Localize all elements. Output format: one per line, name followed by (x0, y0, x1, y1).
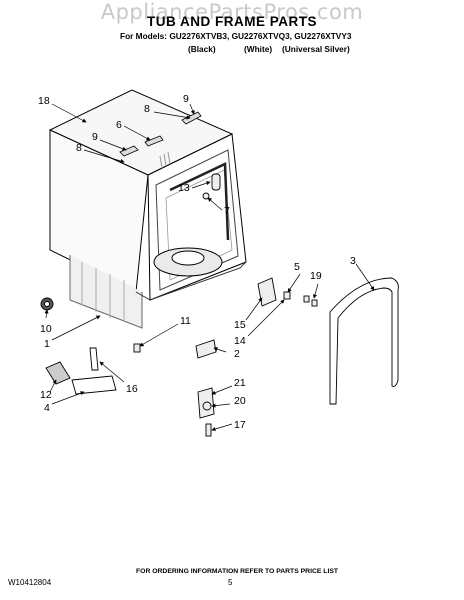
callout-10: 10 (40, 323, 52, 335)
callout-3: 3 (350, 255, 356, 267)
loose-parts (195, 173, 399, 437)
variant-white: (White) (244, 44, 273, 54)
callout-15: 15 (234, 319, 246, 331)
callout-6: 6 (116, 119, 122, 131)
callout-11: 11 (180, 315, 191, 327)
variant-black: (Black) (188, 44, 216, 54)
callout-7: 7 (224, 205, 230, 217)
callout-17: 17 (234, 419, 246, 431)
callout-1: 1 (44, 338, 50, 350)
callout-20: 20 (234, 395, 246, 407)
callout-9a: 9 (183, 93, 189, 105)
callout-4: 4 (44, 402, 50, 414)
callout-16: 16 (126, 383, 138, 395)
callout-12: 12 (40, 389, 52, 401)
callout-18: 18 (38, 95, 50, 107)
callout-8a: 8 (144, 103, 150, 115)
callout-19: 19 (310, 270, 322, 282)
callout-13: 13 (178, 182, 190, 194)
tub-frame-drawing (48, 89, 247, 329)
leader-lines (44, 103, 375, 432)
variant-silver: (Universal Silver) (282, 44, 350, 54)
watermark: AppliancePartsPros.com (100, 0, 364, 24)
hinge-brackets (119, 111, 202, 157)
callout-21: 21 (234, 377, 246, 389)
callout-14: 14 (234, 335, 246, 347)
small-parts (40, 297, 141, 395)
callout-labels: 18 9 8 6 9 8 13 7 3 5 19 10 11 15 14 1 2… (38, 93, 356, 431)
document-number: W10412804 (8, 578, 52, 587)
ordering-note: FOR ORDERING INFORMATION REFER TO PARTS … (136, 568, 339, 575)
page-title: TUB AND FRAME PARTS (147, 14, 317, 29)
page-number: 5 (228, 578, 233, 587)
callout-5: 5 (294, 261, 300, 273)
callout-8b: 8 (76, 142, 82, 154)
callout-9b: 9 (92, 131, 98, 143)
callout-2: 2 (234, 348, 240, 360)
model-list: For Models: GU2276XTVB3, GU2276XTVQ3, GU… (120, 31, 352, 41)
